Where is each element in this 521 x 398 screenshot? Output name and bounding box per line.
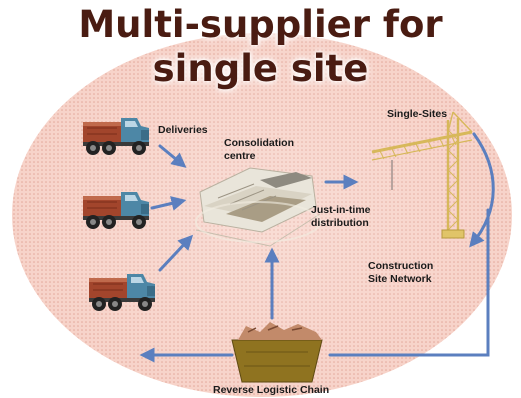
warehouse-icon bbox=[195, 167, 321, 247]
label-single-sites: Single-Sites bbox=[387, 108, 448, 120]
arrow-bottom-truck-to-centre bbox=[158, 234, 194, 272]
arrow-site-network-loop bbox=[469, 132, 495, 248]
waste-skip-icon bbox=[231, 322, 323, 383]
label-consolidation-centre: Consolidation centre bbox=[224, 137, 294, 162]
flow-arrows bbox=[139, 132, 495, 363]
arrow-middle-truck-to-centre bbox=[150, 196, 187, 211]
label-deliveries: Deliveries bbox=[158, 124, 208, 136]
label-reverse-logistic-chain: Reverse Logistic Chain bbox=[213, 384, 330, 396]
diagram-title-line2: single site bbox=[152, 47, 369, 90]
arrow-deliveries-to-centre bbox=[158, 144, 187, 168]
tower-crane-icon bbox=[371, 111, 473, 239]
label-just-in-time: Just-in-time distribution bbox=[311, 204, 371, 229]
diagram-title-line1: Multi-supplier for bbox=[78, 3, 443, 46]
arrow-network-to-reverse bbox=[328, 208, 490, 357]
label-construction-site-network: Construction Site Network bbox=[368, 260, 434, 285]
